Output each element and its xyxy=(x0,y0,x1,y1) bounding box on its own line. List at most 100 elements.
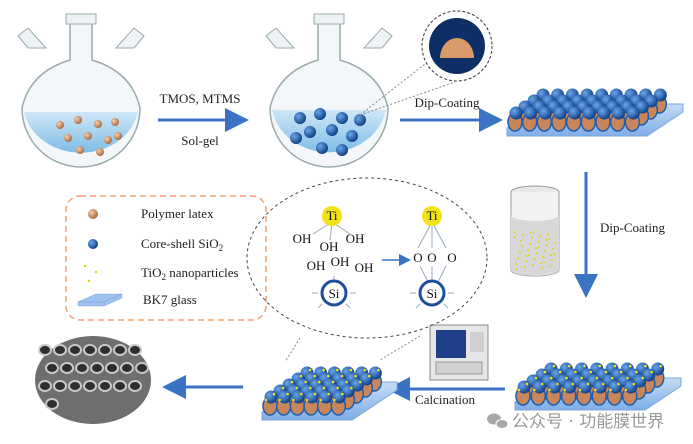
tio2-dot xyxy=(540,382,544,386)
silica-cap xyxy=(264,390,278,404)
sem-pore xyxy=(135,362,149,374)
legend-label-bk7-glass: BK7 glass xyxy=(143,292,197,307)
polymer-particle xyxy=(104,136,112,144)
core-shell-particle xyxy=(304,126,316,138)
tio2-dot xyxy=(322,368,325,372)
tio2-dot xyxy=(515,263,517,265)
tio2-dot xyxy=(574,370,577,374)
tio2-dot xyxy=(322,386,326,390)
silica-cap xyxy=(626,106,640,120)
tio2-dot xyxy=(309,386,312,390)
wechat-icon xyxy=(487,413,509,429)
tio2-nanoparticles-icon xyxy=(83,264,98,283)
tio2-dot xyxy=(556,382,559,386)
oh-label: OH xyxy=(331,254,350,269)
polymer-particle xyxy=(114,132,122,140)
oh-label: OH xyxy=(307,258,326,273)
tio2-dot xyxy=(546,244,548,246)
sem-pore xyxy=(83,380,97,392)
flask-core-shell xyxy=(265,13,393,168)
sem-pore xyxy=(90,362,104,374)
tio2-dot xyxy=(532,388,536,392)
ti-label: Ti xyxy=(426,208,437,223)
tio2-dot xyxy=(336,368,339,372)
tio2-dot xyxy=(537,241,539,243)
tio2-dot xyxy=(632,382,636,386)
tio2-dot xyxy=(554,242,556,244)
tio2-dot xyxy=(601,382,605,386)
sem-pore xyxy=(68,380,82,392)
tio2-dot xyxy=(529,243,531,245)
tio2-dot xyxy=(349,368,353,372)
tio2-dot xyxy=(526,260,528,262)
tio2-dot xyxy=(516,268,518,270)
polymer-particle xyxy=(74,116,82,124)
polymer-particle xyxy=(76,146,84,154)
tio2-dot xyxy=(635,370,638,374)
tio2-dot xyxy=(281,386,285,390)
core-shell-particle xyxy=(314,108,326,120)
tio2-dot xyxy=(533,231,535,233)
tio2-dot xyxy=(292,398,295,402)
sem-pore xyxy=(98,344,112,356)
tio2-dot xyxy=(534,258,536,260)
core-shell-particle xyxy=(294,112,306,124)
tio2-dot xyxy=(333,398,336,402)
tio2-dot xyxy=(610,376,614,380)
tio2-dot xyxy=(604,370,608,374)
tio2-dot xyxy=(345,380,348,384)
tio2-dot xyxy=(530,232,532,234)
silica-cap xyxy=(612,106,626,120)
polymer-particle xyxy=(56,121,64,129)
sem-pore xyxy=(38,344,52,356)
tio2-dot xyxy=(527,249,529,251)
bk7-glass-icon xyxy=(77,293,123,307)
sem-pore xyxy=(75,362,89,374)
oh-label: OH xyxy=(346,231,365,246)
tio2-dot xyxy=(578,388,582,392)
tio2-dot xyxy=(532,264,534,266)
tio2-dot xyxy=(641,376,645,380)
tio2-dot xyxy=(553,253,555,255)
tio2-dot xyxy=(319,398,322,402)
legend-label-tio2-nanoparticles: TiO2 nanoparticles xyxy=(141,265,239,282)
tio2-dot xyxy=(583,364,586,368)
sem-pore xyxy=(120,362,134,374)
tio2-dot xyxy=(613,364,617,368)
ti-atom xyxy=(422,206,442,226)
silica-cap xyxy=(609,380,622,394)
silica-cap xyxy=(509,106,523,120)
polymer-particle xyxy=(94,120,102,128)
tio2-dot xyxy=(586,382,590,386)
tio2-dot xyxy=(644,364,647,368)
core-shell-particle xyxy=(316,142,328,154)
tio2-dot xyxy=(536,252,538,254)
silica-cap xyxy=(553,106,567,120)
core-shell-particle xyxy=(336,112,348,124)
tio2-dot xyxy=(565,376,568,380)
tio2-dot xyxy=(540,262,542,264)
silica-cap xyxy=(597,106,611,120)
silica-cap xyxy=(278,390,292,404)
tio2-dot xyxy=(551,259,553,261)
silica-cap xyxy=(548,380,561,394)
si-label: Si xyxy=(427,286,438,301)
tio2-dot xyxy=(313,374,316,378)
core-shell-particle xyxy=(346,130,358,142)
tio2-dot xyxy=(547,233,549,235)
tio2-dot xyxy=(539,235,541,237)
tio2-dot xyxy=(359,380,362,384)
step-label-calcination: Calcination xyxy=(415,392,475,407)
sem-pore xyxy=(98,380,112,392)
sem-pore xyxy=(83,344,97,356)
tio2-dot xyxy=(318,380,321,384)
tio2-dot xyxy=(327,392,330,396)
tio2-dot xyxy=(650,370,654,374)
tio2-dot xyxy=(514,236,516,238)
tio2-dot xyxy=(278,398,281,402)
core-shell-particle xyxy=(354,114,366,126)
tio2-dot xyxy=(341,392,344,396)
silica-cap xyxy=(332,390,346,404)
oh-label: OH xyxy=(320,239,339,254)
